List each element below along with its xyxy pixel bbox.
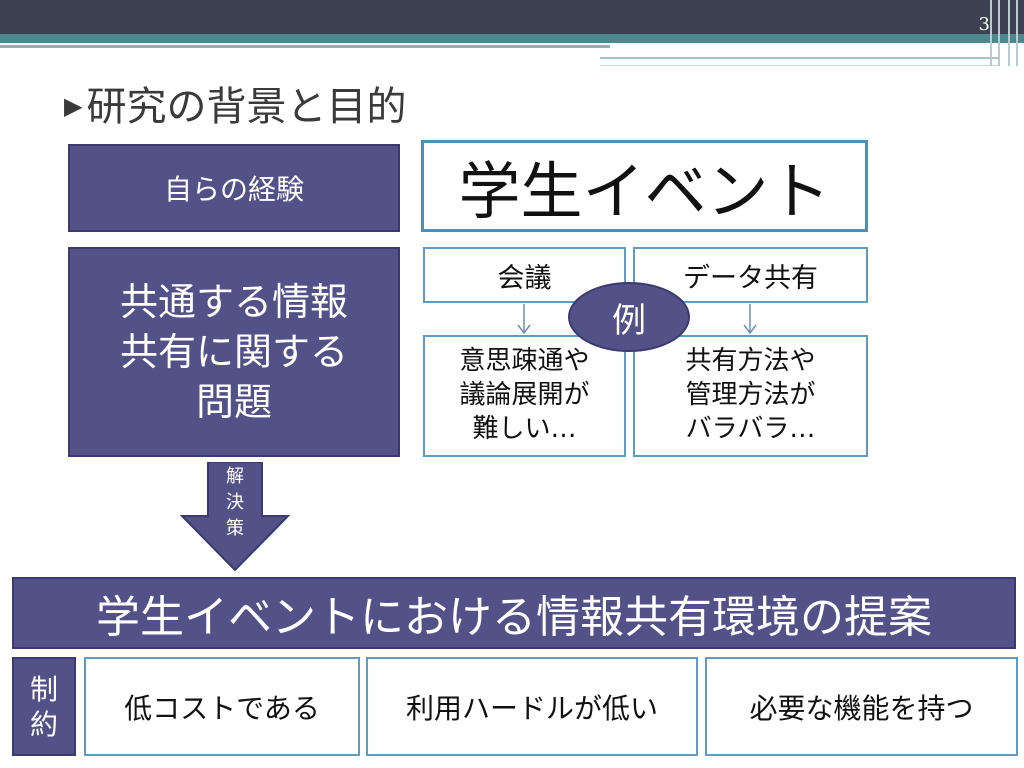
header-bar [0,0,1024,34]
data-share-label: データ共有 [683,262,818,294]
meeting-issue-line: 難しい… [472,413,577,444]
header-accent-bar [0,34,1024,43]
proposal-banner: 学生イベントにおける情報共有環境の提案 [12,577,1016,649]
problem-box: 共通する情報 共有に関する 問題 [68,247,400,457]
data-share-box: データ共有 [633,247,868,303]
header-rule [0,45,610,48]
header-vertical-rule [1016,0,1018,66]
solution-label: 解 決 策 [212,464,258,542]
data-issue-line: 共有方法や [685,346,816,377]
constraint-text: 必要な機能を持つ [749,691,974,725]
data-issue-line: 管理方法が [685,380,816,411]
meeting-issue-line: 意思疎通や [459,346,590,377]
header-rule [600,65,1000,66]
proposal-text: 学生イベントにおける情報共有環境の提案 [96,592,932,643]
meeting-issue-box: 意思疎通や 議論展開が 難しい… [423,335,626,457]
constraint-label-char: 制 [29,672,58,706]
down-arrow-icon [517,304,531,335]
own-experience-box: 自らの経験 [68,144,400,232]
down-arrow-icon [743,304,757,335]
meeting-issue-line: 議論展開が [459,380,590,411]
header-vertical-rule [998,0,1000,66]
slide-number: 3 [978,14,990,35]
data-issue-line: バラバラ… [685,413,816,444]
slide-title: ▶研究の背景と目的 [64,74,406,132]
example-badge: 例 [568,282,690,352]
meeting-box: 会議 [423,247,626,303]
title-text: 研究の背景と目的 [86,84,407,130]
constraint-label-char: 約 [29,707,58,741]
own-experience-label: 自らの経験 [163,173,304,206]
solution-arrow-icon [180,462,290,572]
header-vertical-rule [1008,0,1010,66]
student-event-box: 学生イベント [421,140,868,232]
problem-line: 共有に関する [119,329,348,374]
bullet-icon: ▶ [64,92,83,120]
constraint-text: 低コストである [124,691,320,725]
constraint-item: 必要な機能を持つ [705,657,1018,756]
constraint-text: 利用ハードルが低い [405,691,658,725]
meeting-label: 会議 [497,262,552,294]
constraint-label-box: 制 約 [12,657,76,756]
data-issue-box: 共有方法や 管理方法が バラバラ… [633,335,868,457]
problem-line: 問題 [195,380,272,425]
header-rule [600,57,1000,59]
student-event-label: 学生イベント [458,155,831,228]
header-vertical-rule [990,0,992,66]
constraint-item: 低コストである [84,657,360,756]
solution-label-char: 解 [226,466,244,487]
example-label: 例 [612,300,646,341]
constraint-item: 利用ハードルが低い [366,657,698,756]
solution-label-char: 策 [226,518,244,540]
problem-line: 共通する情報 [119,279,348,324]
solution-label-char: 決 [226,492,244,514]
